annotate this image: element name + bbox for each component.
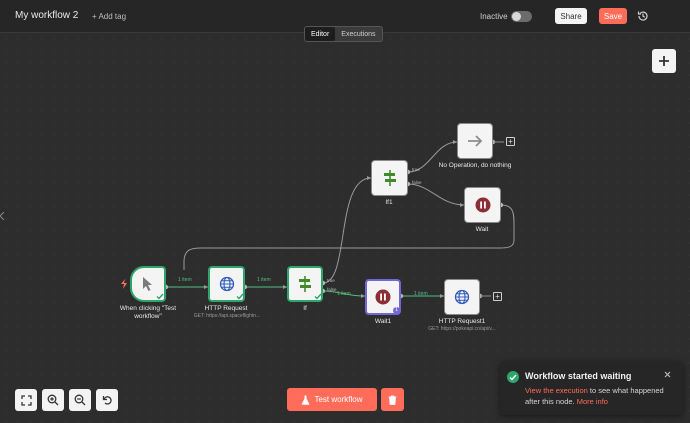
zoom-in-button[interactable]: [42, 389, 64, 411]
success-check-icon: [156, 293, 164, 300]
panel-handle-icon[interactable]: [0, 212, 5, 220]
save-button[interactable]: Save: [599, 8, 627, 24]
more-info-link[interactable]: More info: [576, 397, 608, 406]
zoom-to-fit-button[interactable]: [15, 389, 37, 411]
notification-toast: Workflow started waiting View the execut…: [500, 362, 683, 415]
port-label-if-true: true: [327, 278, 335, 283]
cursor-pointer-icon: [143, 277, 152, 291]
node-label-if: If: [303, 305, 307, 312]
node-label-http-request1: HTTP Request1: [438, 318, 486, 325]
history-icon[interactable]: [636, 9, 650, 23]
flask-icon: [302, 395, 310, 405]
zoom-out-icon: [74, 394, 86, 406]
test-workflow-label: Test workflow: [314, 395, 363, 404]
node-label-http-request: HTTP Request: [204, 305, 248, 312]
pause-icon: [375, 289, 391, 305]
toast-title: Workflow started waiting: [525, 371, 632, 381]
item-count-label: 1 item: [178, 277, 192, 283]
node-sub-http-request1: GET: https://pokeapi.co/api/v...: [428, 326, 496, 332]
node-if1[interactable]: [371, 160, 408, 196]
wire-if1-false-wait: [407, 183, 465, 206]
node-label-wait: Wait: [475, 226, 489, 233]
view-tabs: Editor Executions: [304, 26, 383, 42]
add-after-http1-button[interactable]: +: [493, 292, 502, 301]
pause-icon: [475, 197, 490, 213]
delete-workflow-button[interactable]: [381, 388, 404, 411]
if-branch-icon: [383, 170, 396, 186]
view-execution-link[interactable]: View the execution: [525, 386, 588, 395]
active-toggle[interactable]: [511, 11, 532, 22]
success-check-icon: [236, 293, 244, 300]
toast-body-text: to see what happened after this node.: [525, 386, 664, 406]
undo-icon: [102, 396, 112, 405]
port-label-if1-false: false: [412, 180, 422, 185]
port-label-if1-true: true: [412, 167, 420, 172]
port-label-if-false: false: [327, 287, 337, 292]
toggle-knob: [512, 12, 521, 21]
add-after-noop-button[interactable]: +: [506, 137, 515, 146]
close-icon[interactable]: [664, 371, 671, 378]
test-workflow-button[interactable]: Test workflow: [287, 388, 377, 411]
node-http-request[interactable]: [208, 266, 245, 302]
wire-if-true-if1: [322, 177, 372, 284]
node-if[interactable]: [287, 266, 323, 302]
node-label-no-operation: No Operation, do nothing: [438, 162, 512, 169]
node-manual-trigger[interactable]: [130, 266, 166, 302]
reset-zoom-button[interactable]: [96, 389, 118, 411]
node-http-request1[interactable]: [444, 279, 480, 315]
zoom-in-icon: [47, 394, 59, 406]
trash-icon: [388, 395, 397, 405]
node-no-operation[interactable]: [457, 123, 493, 159]
node-label-trigger: When clicking "Test workflow": [119, 305, 177, 320]
item-count-label: 1 item: [257, 277, 271, 283]
wire-wait-loop: [183, 204, 515, 270]
globe-icon: [454, 289, 470, 305]
add-node-button[interactable]: [652, 49, 676, 73]
node-sub-http-request: GET: https://api.spaceflightn...: [193, 313, 261, 319]
success-check-icon: [314, 293, 322, 300]
arrow-right-icon: [468, 135, 483, 147]
trigger-bolt-icon: [121, 279, 127, 289]
item-count-label: 1 item: [414, 291, 428, 297]
share-button[interactable]: Share: [555, 8, 587, 24]
active-status-label: Inactive: [480, 12, 508, 21]
wire-if1-true-noop: [407, 141, 458, 173]
success-check-icon: [507, 371, 519, 383]
add-tag-button[interactable]: + Add tag: [92, 12, 127, 21]
fit-view-icon: [20, 394, 32, 406]
wire-if-wait1: [322, 290, 366, 297]
node-label-if1: If1: [385, 199, 393, 206]
workflow-title[interactable]: My workflow 2: [15, 10, 79, 21]
workflow-canvas[interactable]: [0, 33, 690, 423]
globe-icon: [219, 276, 234, 292]
zoom-out-button[interactable]: [69, 389, 91, 411]
tab-editor[interactable]: Editor: [305, 27, 336, 41]
if-branch-icon: [299, 276, 311, 292]
toast-body: View the execution to see what happened …: [525, 385, 675, 407]
tab-executions[interactable]: Executions: [341, 30, 376, 38]
plus-icon: [659, 56, 669, 66]
waiting-badge: 1: [393, 307, 400, 314]
item-count-label: 1 item: [337, 291, 351, 297]
node-label-wait1: Wait1: [374, 318, 392, 325]
node-wait[interactable]: [464, 187, 501, 223]
